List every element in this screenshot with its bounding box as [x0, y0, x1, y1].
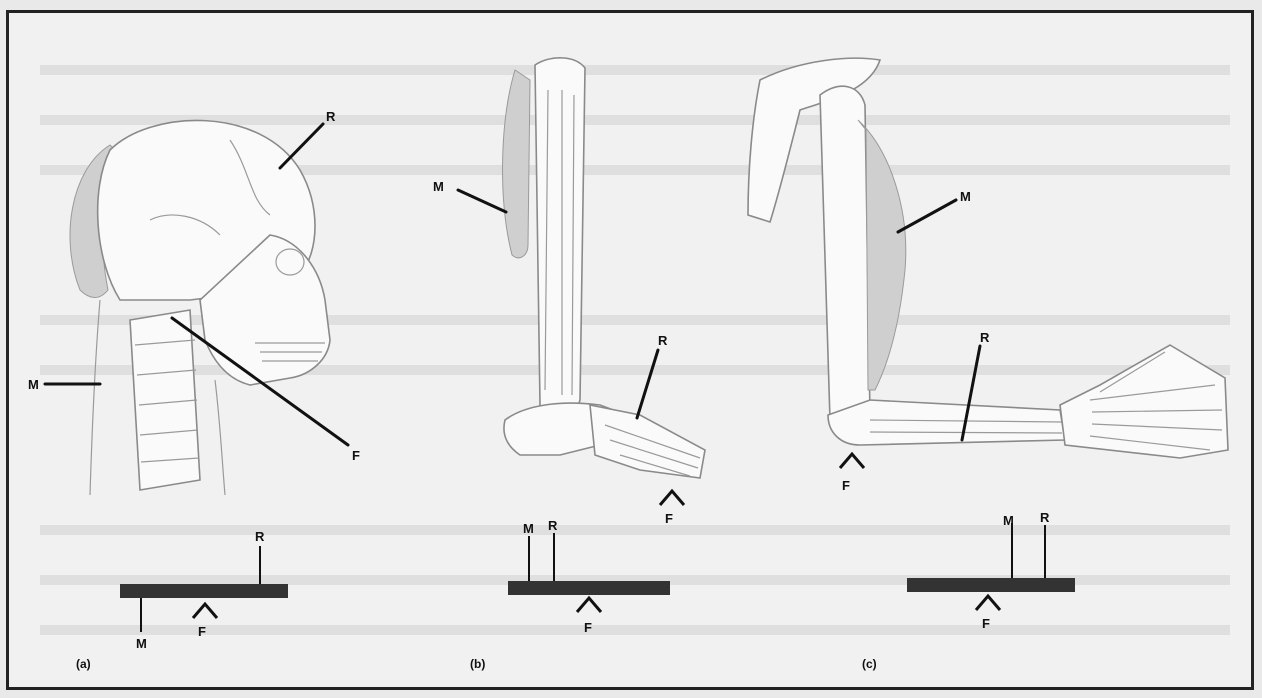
lever-a-label-r: R	[255, 529, 265, 544]
lever-a-fulcrum-icon	[193, 604, 217, 618]
label-b-r: R	[658, 333, 668, 348]
calf-muscle	[503, 70, 530, 258]
label-c-r: R	[980, 330, 990, 345]
pointer-b-resistance	[637, 350, 658, 418]
label-c-f: F	[842, 478, 850, 493]
label-a-r: R	[326, 109, 336, 124]
lever-b-fulcrum-icon	[577, 598, 601, 612]
forearm-bones	[828, 400, 1065, 445]
lever-b-bar	[508, 581, 670, 595]
pointer-c-muscle	[898, 200, 956, 232]
foot-bones	[590, 405, 705, 478]
caption-b: (b)	[470, 657, 485, 671]
pointer-b-muscle	[458, 190, 506, 212]
label-b-f: F	[665, 511, 673, 526]
lever-b-label-f: F	[584, 620, 592, 635]
lever-b-label-r: R	[548, 518, 558, 533]
tibia	[535, 58, 585, 416]
humerus	[820, 86, 870, 429]
hand-bones	[1060, 345, 1228, 458]
lever-c-label-m: M	[1003, 513, 1014, 528]
lever-c-label-r: R	[1040, 510, 1050, 525]
lever-c-bar	[907, 578, 1075, 592]
pointer-a-resistance	[280, 124, 323, 168]
caption-c: (c)	[862, 657, 877, 671]
fulcrum-c-icon	[840, 454, 864, 468]
lever-a-label-m: M	[136, 636, 147, 651]
label-a-f: F	[352, 448, 360, 463]
label-a-m: M	[28, 377, 39, 392]
skull-illustration	[70, 120, 330, 495]
label-b-m: M	[433, 179, 444, 194]
lever-a-label-f: F	[198, 624, 206, 639]
panel-b-illustration: M R F	[433, 58, 705, 526]
lever-b-label-m: M	[523, 521, 534, 536]
label-c-m: M	[960, 189, 971, 204]
fulcrum-b-icon	[660, 491, 684, 505]
caption-a: (a)	[76, 657, 91, 671]
cervical-spine	[130, 310, 200, 490]
lever-c-fulcrum-icon	[976, 596, 1000, 610]
lever-a-bar	[120, 584, 288, 598]
lever-c-label-f: F	[982, 616, 990, 631]
